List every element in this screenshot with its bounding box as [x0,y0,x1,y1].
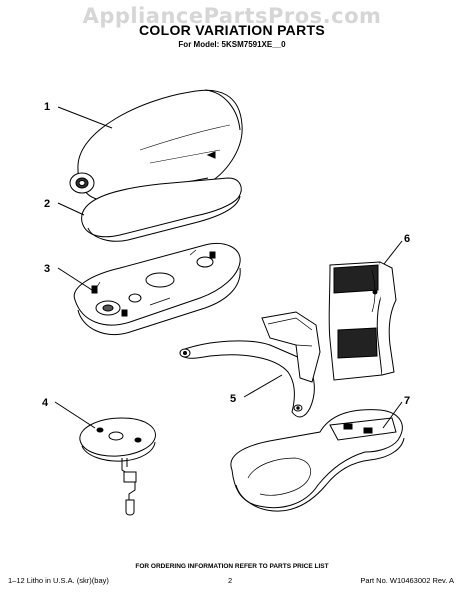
callout-7: 7 [404,395,410,407]
page-title: COLOR VARIATION PARTS [139,22,325,38]
callout-3: 3 [44,263,50,275]
watermark: AppliancePartsPros.com [82,4,382,28]
page-number: 2 [228,576,233,585]
part-2-trim-band [81,177,242,242]
leader-lines [54,106,403,429]
callout-6: 6 [404,233,410,245]
part-number: Part No. W10463002 Rev. A [360,576,454,585]
part-1-motor-housing [69,89,243,201]
callout-1: 1 [44,101,50,113]
callout-5: 5 [230,393,236,405]
callout-2: 2 [44,198,50,210]
part-4-planetary-assembly [79,417,156,516]
callout-4: 4 [42,397,49,409]
part-5-bowl-arm [179,311,321,418]
part-6-column [328,261,397,381]
part-7-pedestal-base [230,409,405,512]
callout-numbers: 1 2 3 4 5 6 7 [42,101,410,409]
ordering-note: FOR ORDERING INFORMATION REFER TO PARTS … [135,563,329,570]
model-subtitle: For Model: 5KSM7591XE__0 [178,40,286,49]
litho-info: 1–12 Litho in U.S.A. (skr)(bay) [8,576,109,585]
part-3-base-plate [73,243,241,336]
